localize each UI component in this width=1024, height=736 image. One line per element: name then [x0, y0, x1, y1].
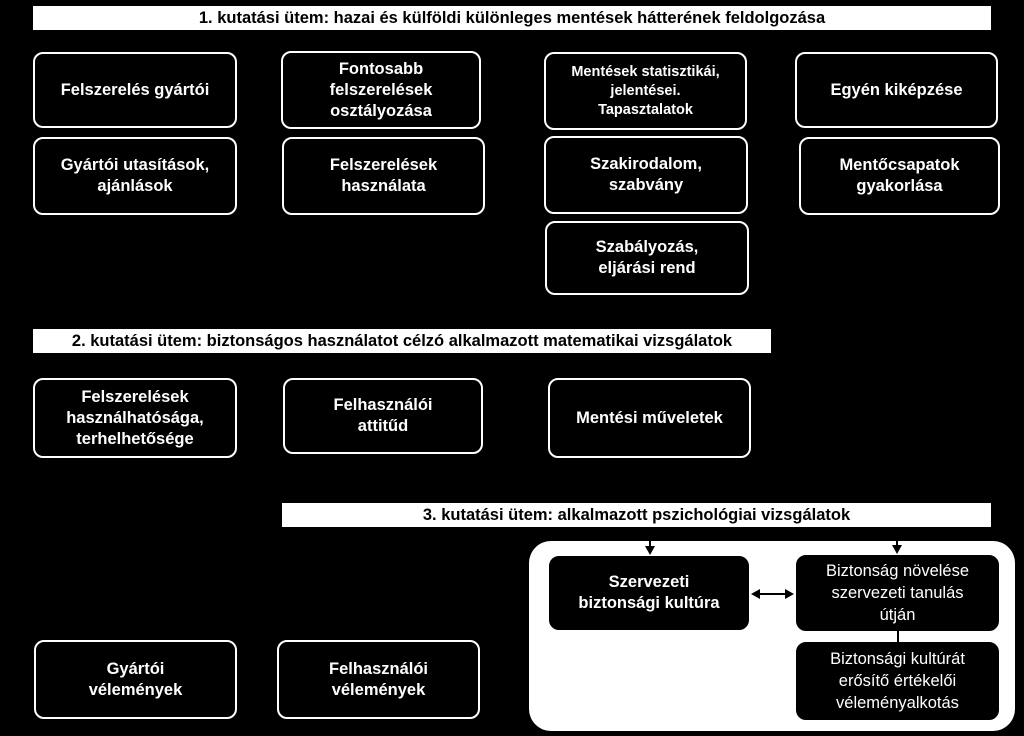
box-user-attitude: Felhasználói attitűd [283, 378, 483, 454]
box-manufacturer-instructions: Gyártói utasítások, ajánlások [33, 137, 237, 215]
phase-3-title: 3. kutatási ütem: alkalmazott pszichológ… [282, 503, 991, 527]
box-equipment-classification: Fontosabb felszerelések osztályozása [281, 51, 481, 129]
phase-2-title: 2. kutatási ütem: biztonságos használato… [33, 329, 771, 353]
box-manufacturer-opinions: Gyártói vélemények [34, 640, 237, 719]
phase-1-title: 1. kutatási ütem: hazai és külföldi külö… [33, 6, 991, 30]
box-team-exercise: Mentőcsapatok gyakorlása [799, 137, 1000, 215]
box-individual-training: Egyén kiképzése [795, 52, 998, 128]
arrow-culture-learning-bidirectional [751, 589, 794, 599]
box-rescue-statistics: Mentések statisztikái, jelentései. Tapas… [544, 52, 747, 130]
box-equipment-manufacturers: Felszerelés gyártói [33, 52, 237, 128]
box-user-opinions: Felhasználói vélemények [277, 640, 480, 719]
box-regulation-procedure: Szabályozás, eljárási rend [545, 221, 749, 295]
box-safety-through-learning: Biztonság növelése szervezeti tanulás út… [796, 555, 999, 631]
box-equipment-usage: Felszerelések használata [282, 137, 485, 215]
box-literature-standard: Szakirodalom, szabvány [544, 136, 748, 214]
box-rescue-operations: Mentési műveletek [548, 378, 751, 458]
box-equipment-usability: Felszerelések használhatósága, terhelhet… [33, 378, 237, 458]
box-evaluator-opinion: Biztonsági kultúrát erősítő értékelői vé… [796, 642, 999, 720]
box-organizational-safety-culture: Szervezeti biztonsági kultúra [549, 556, 749, 630]
arrow-to-safety-learning [892, 527, 902, 554]
arrow-to-safety-culture [645, 527, 655, 555]
